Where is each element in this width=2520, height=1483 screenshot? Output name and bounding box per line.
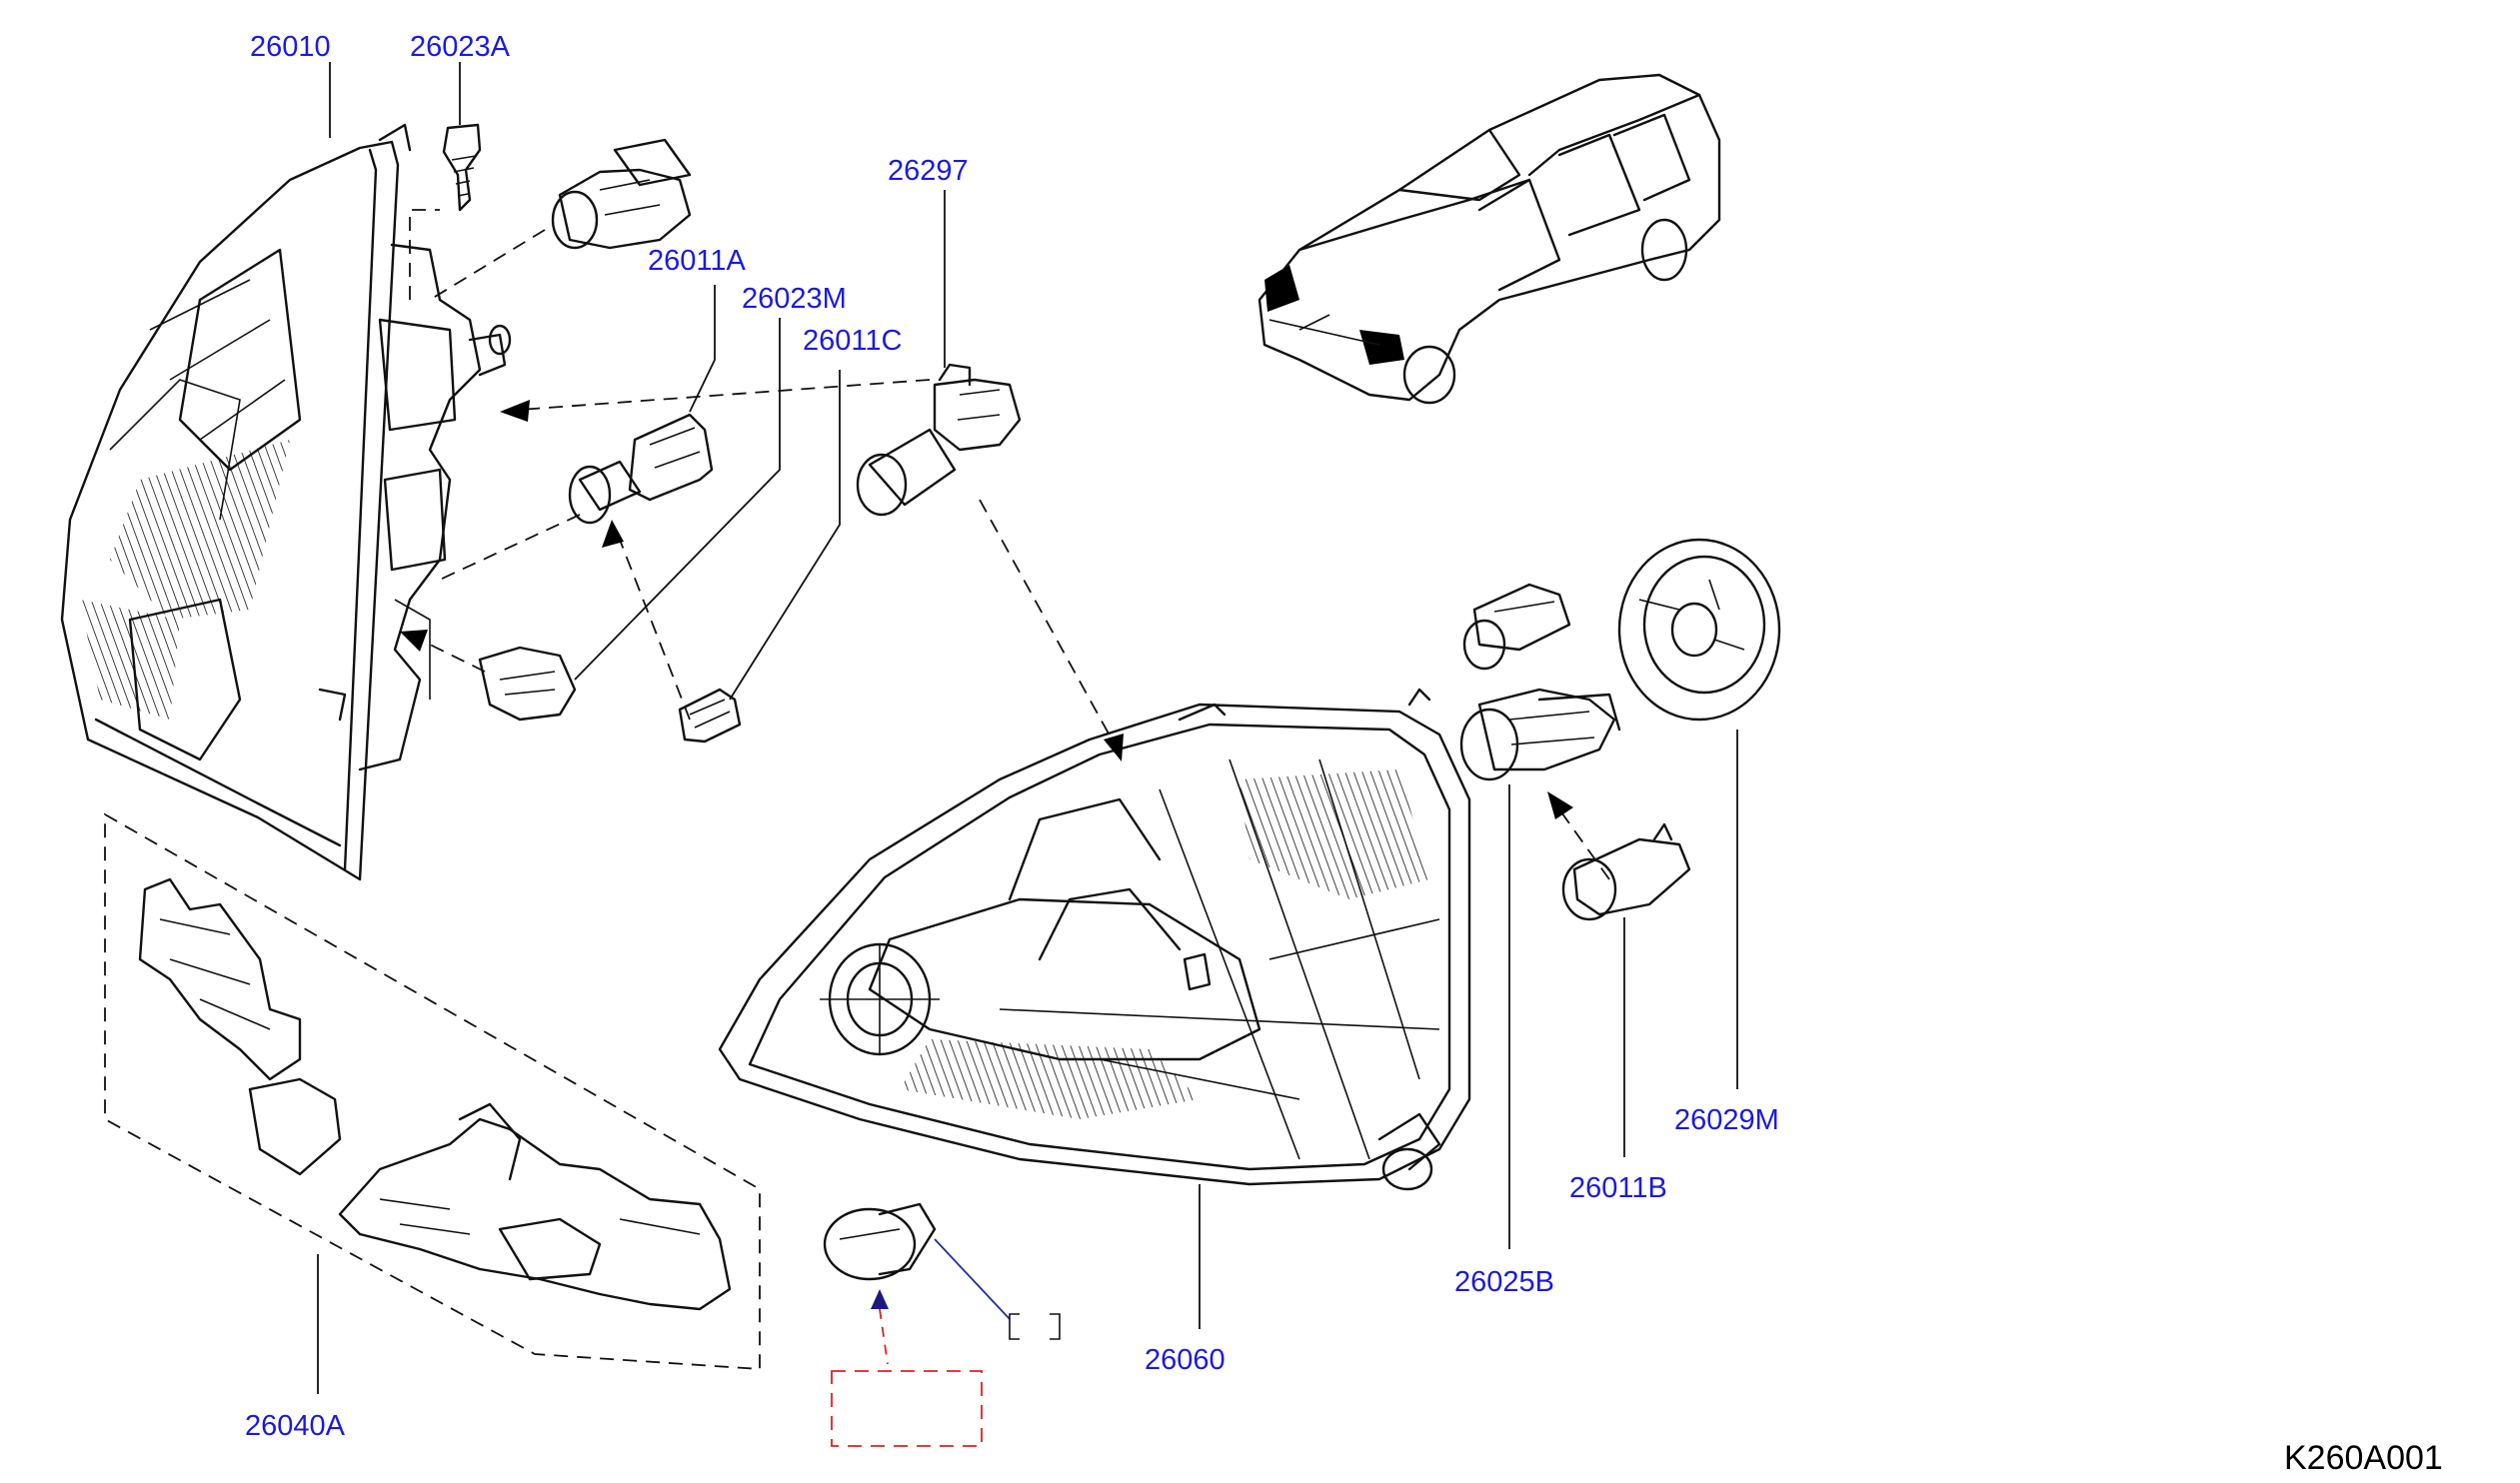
dashed-arrow-3 bbox=[439, 514, 581, 581]
socket-small-upper[interactable] bbox=[1462, 583, 1571, 671]
dashed-arrow-1 bbox=[429, 229, 546, 301]
dashed-arrow-7 bbox=[1558, 808, 1610, 880]
callout-26010[interactable]: 26010 bbox=[250, 31, 331, 63]
callout-26011C[interactable]: 26011C bbox=[803, 325, 902, 357]
dashed-arrow-6 bbox=[979, 499, 1116, 745]
dashed-arrow-4 bbox=[619, 539, 691, 721]
callout-26297[interactable]: 26297 bbox=[888, 155, 969, 187]
dashed-arrow-5 bbox=[419, 639, 486, 673]
bracket-right[interactable] bbox=[338, 1102, 732, 1311]
red-leader bbox=[879, 1308, 889, 1365]
dashed-arrow-8 bbox=[409, 209, 440, 300]
arrow-head-5 bbox=[400, 630, 428, 652]
bulb-26297[interactable] bbox=[856, 363, 1022, 517]
leader-26011A bbox=[689, 285, 716, 413]
callout-26023M[interactable]: 26023M bbox=[742, 283, 847, 315]
callout-26011A[interactable]: 26011A bbox=[648, 245, 746, 277]
callout-26023A[interactable]: 26023A bbox=[410, 31, 511, 63]
dashed-arrow-2 bbox=[519, 379, 931, 411]
grommet-26023M[interactable] bbox=[478, 646, 577, 722]
arrow-head-7 bbox=[1547, 791, 1573, 819]
callout-26029M[interactable]: 26029M bbox=[1674, 1104, 1779, 1136]
blue-arrow bbox=[871, 1289, 889, 1309]
screw-26023A[interactable] bbox=[442, 123, 482, 212]
arrow-head-4 bbox=[602, 520, 624, 548]
link-line bbox=[934, 1238, 1011, 1320]
bracket-group-outline bbox=[104, 812, 761, 1370]
bulb-26011B[interactable] bbox=[1561, 822, 1691, 921]
bulb-bottom[interactable] bbox=[823, 1202, 937, 1281]
bulb-26011A[interactable] bbox=[568, 413, 714, 525]
link-bracket bbox=[1009, 1313, 1061, 1340]
leader-26011C bbox=[729, 370, 841, 701]
callout-26060[interactable]: 26060 bbox=[1145, 1344, 1226, 1376]
diagram-code: K260A001 bbox=[2284, 1439, 2443, 1477]
headlamp-side-view[interactable] bbox=[60, 123, 512, 881]
headlamp-front-view[interactable] bbox=[718, 688, 1471, 1191]
bulb-26011C[interactable] bbox=[678, 688, 742, 743]
arrow-head-6 bbox=[1104, 734, 1124, 761]
arrow-head-2 bbox=[500, 400, 530, 422]
socket-26025B[interactable] bbox=[1459, 688, 1621, 781]
cap-26029M[interactable] bbox=[1617, 538, 1781, 722]
callout-26025B[interactable]: 26025B bbox=[1454, 1266, 1554, 1298]
callout-26040A[interactable]: 26040A bbox=[245, 1410, 346, 1442]
socket-top[interactable] bbox=[551, 138, 692, 250]
leader-26023M bbox=[574, 318, 781, 681]
callout-26011B[interactable]: 26011B bbox=[1569, 1172, 1667, 1204]
bracket-left[interactable] bbox=[138, 877, 342, 1176]
car-illustration bbox=[1258, 73, 1721, 405]
highlight-box bbox=[831, 1370, 983, 1447]
